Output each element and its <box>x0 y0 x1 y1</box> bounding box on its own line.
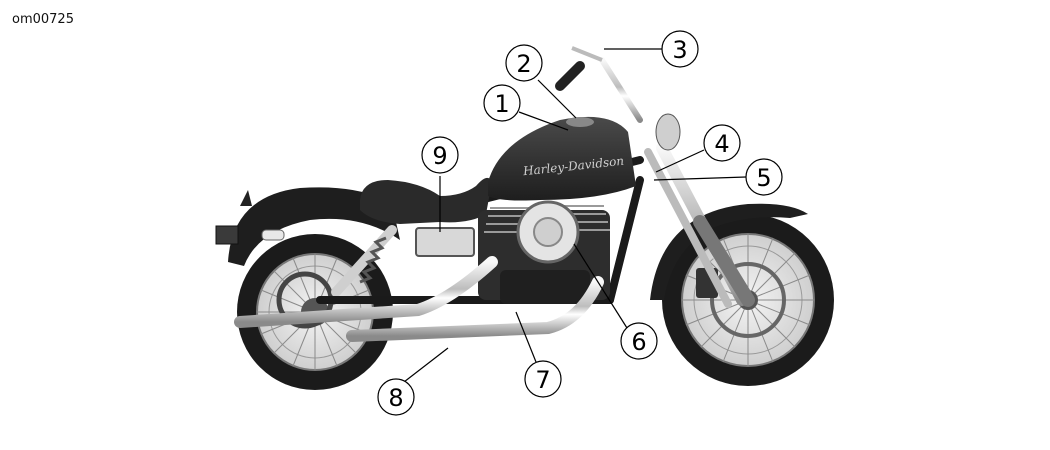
callout-label: 1 <box>494 90 509 118</box>
fuel-cap <box>566 117 594 127</box>
callout-label: 5 <box>756 164 771 192</box>
callout-3: 3 <box>661 30 699 68</box>
callout-label: 9 <box>432 142 447 170</box>
tail-light <box>215 225 239 245</box>
callout-9: 9 <box>421 136 459 174</box>
seat <box>360 177 492 224</box>
engine <box>478 200 610 304</box>
callout-label: 7 <box>535 366 550 394</box>
rear-fender <box>228 187 400 266</box>
callout-label: 3 <box>672 36 687 64</box>
callout-2: 2 <box>505 44 543 82</box>
exhaust-pipes <box>234 256 604 342</box>
callout-label: 4 <box>714 130 729 158</box>
callout-8: 8 <box>377 378 415 416</box>
callout-label: 8 <box>388 384 403 412</box>
figure-id: om00725 <box>12 12 74 27</box>
rear-shock <box>331 225 397 297</box>
callout-label: 6 <box>631 328 646 356</box>
license-bracket <box>240 190 252 206</box>
callout-1: 1 <box>483 84 521 122</box>
side-cover <box>415 227 475 257</box>
leader-lines <box>403 48 747 383</box>
handlebar <box>555 46 681 151</box>
fuel-tank <box>488 116 636 201</box>
turn-signal <box>261 229 285 241</box>
callout-7: 7 <box>524 360 562 398</box>
callout-6: 6 <box>620 322 658 360</box>
callout-label: 2 <box>516 50 531 78</box>
callout-5: 5 <box>745 158 783 196</box>
callout-4: 4 <box>703 124 741 162</box>
front-fork <box>644 142 755 308</box>
